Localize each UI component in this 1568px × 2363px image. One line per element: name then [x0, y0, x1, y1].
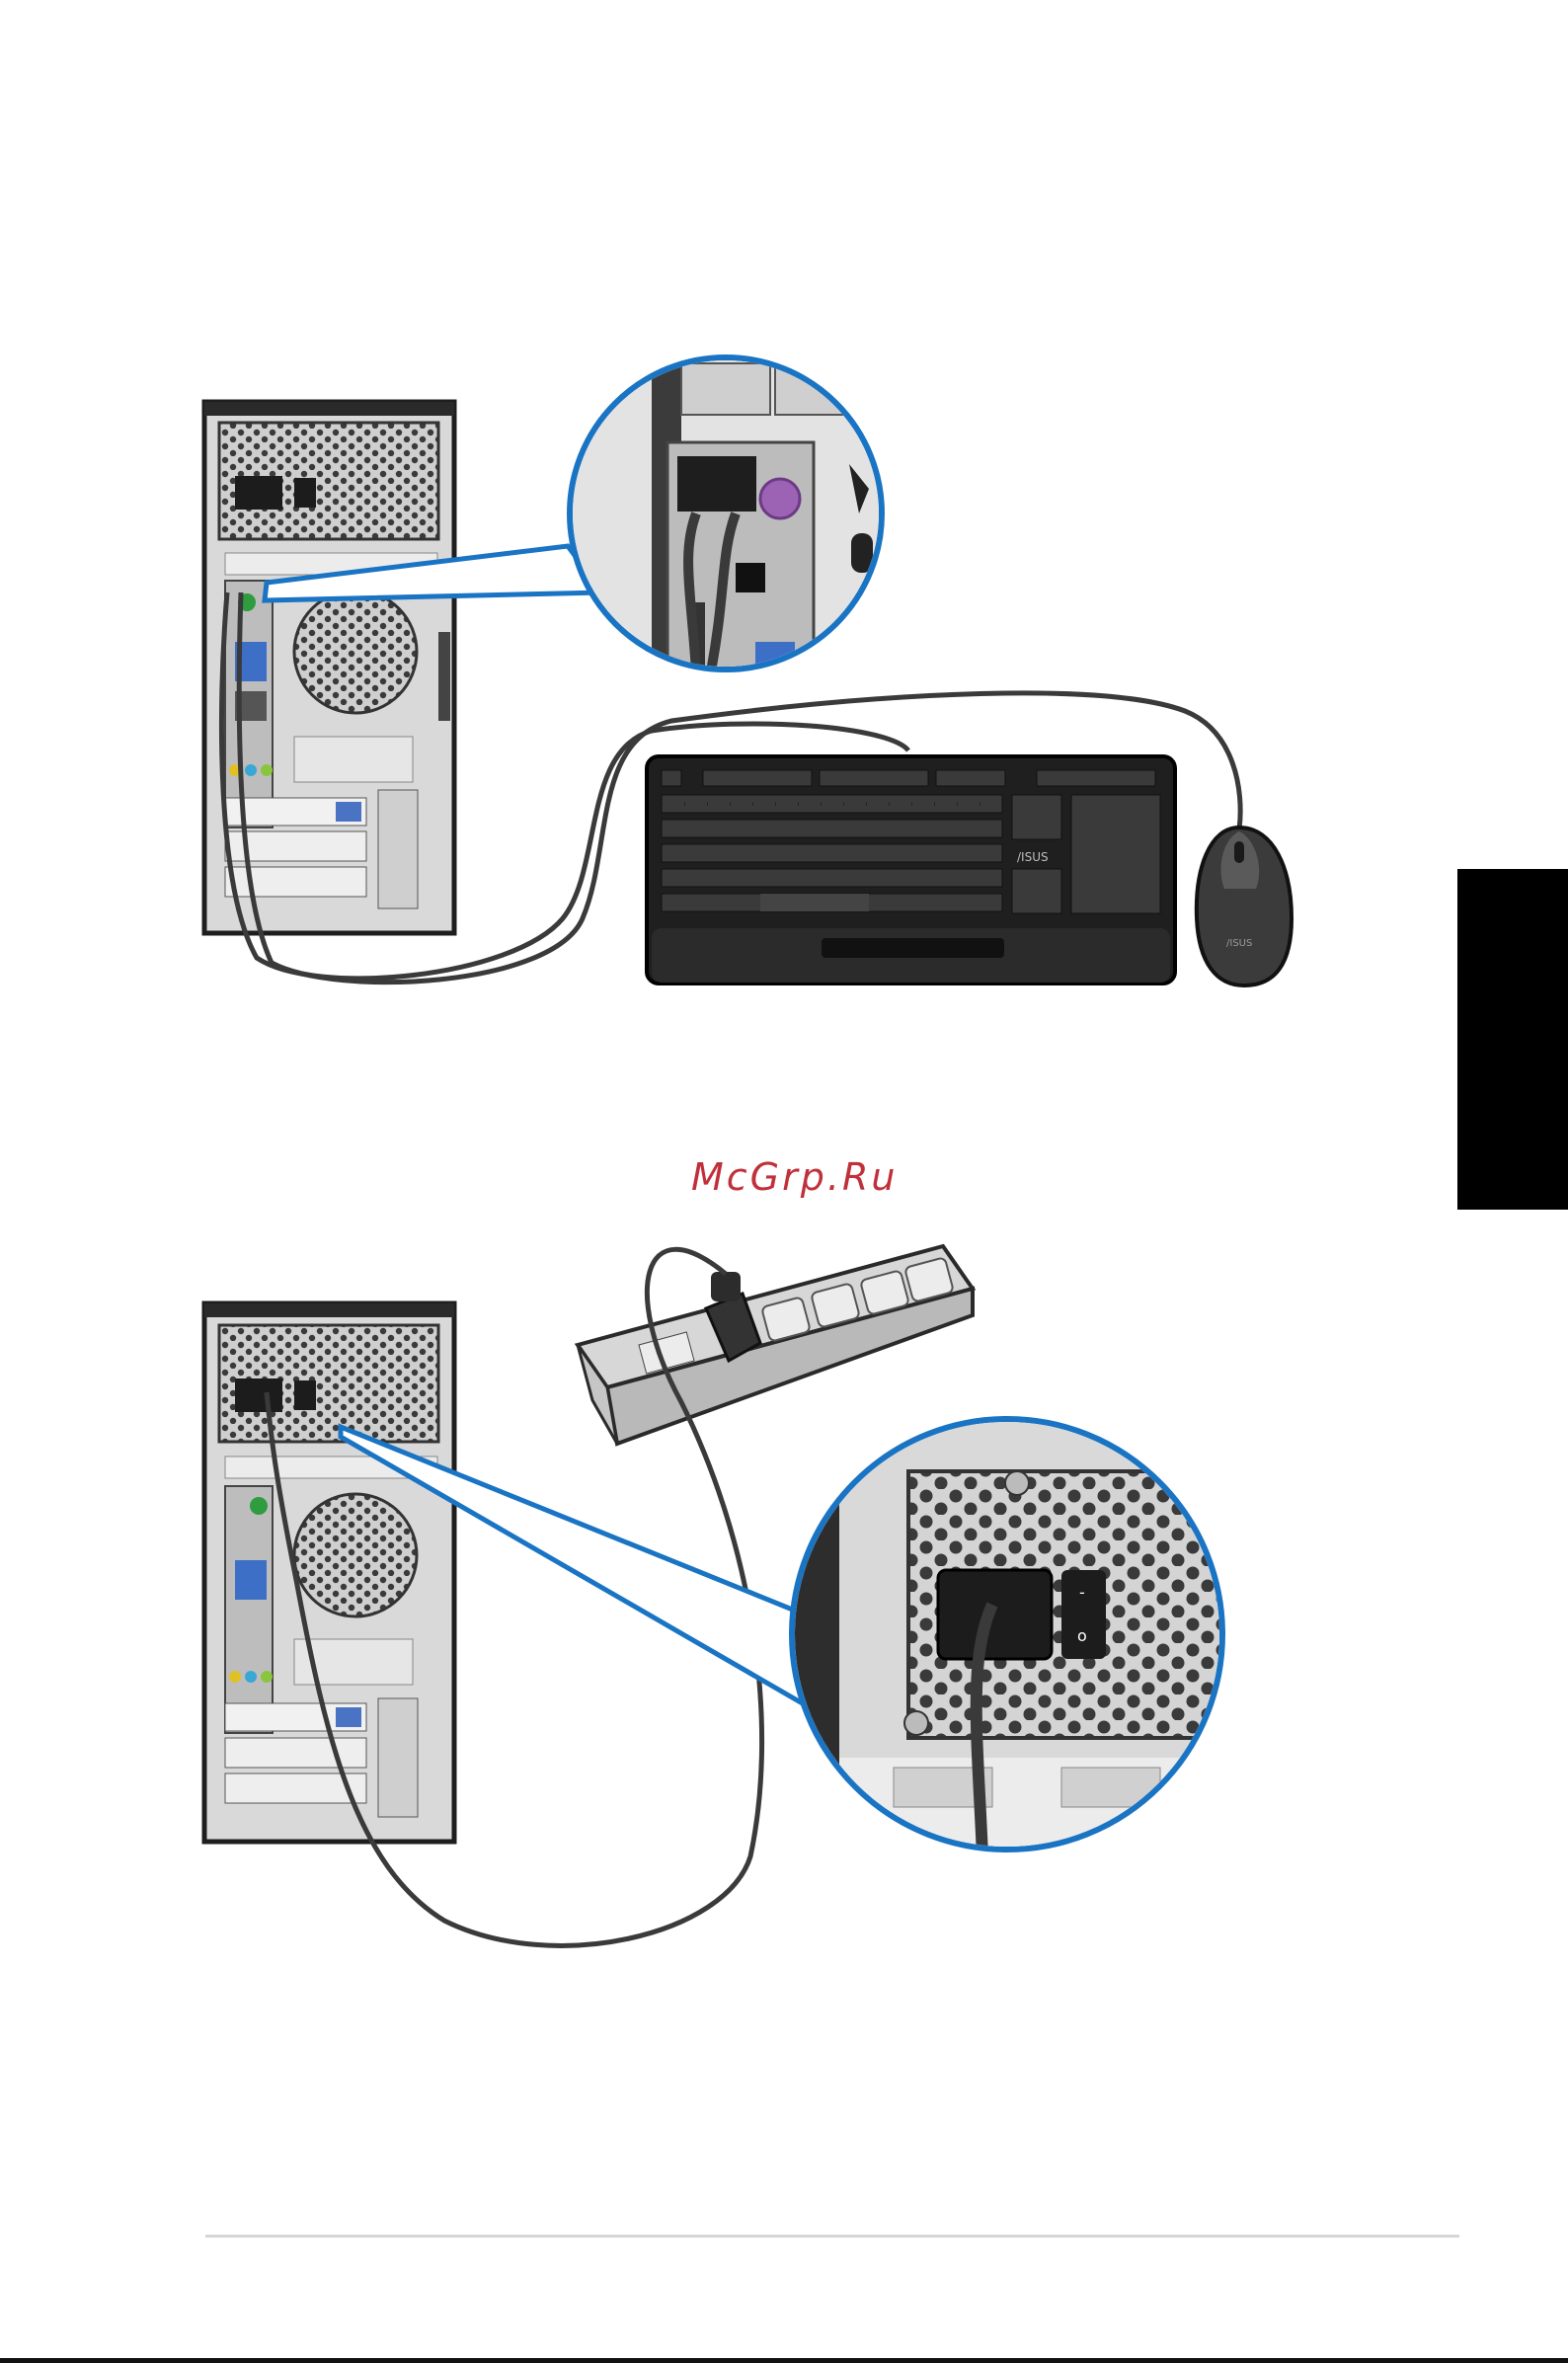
bottom-edge-strip — [0, 2358, 1568, 2363]
computer-tower-rear-power — [204, 1303, 454, 1842]
footer-divider — [205, 2235, 1459, 2238]
psu-switch-off-mark: o — [1077, 1626, 1087, 1645]
power-strip-illustration — [578, 1246, 973, 1444]
side-tab-marker — [1457, 869, 1568, 1210]
watermark-text: McGrp.Ru — [691, 1155, 898, 1199]
psu-switch-on-mark: - — [1079, 1583, 1085, 1602]
power-socket-callout: - o — [341, 1417, 1224, 1856]
